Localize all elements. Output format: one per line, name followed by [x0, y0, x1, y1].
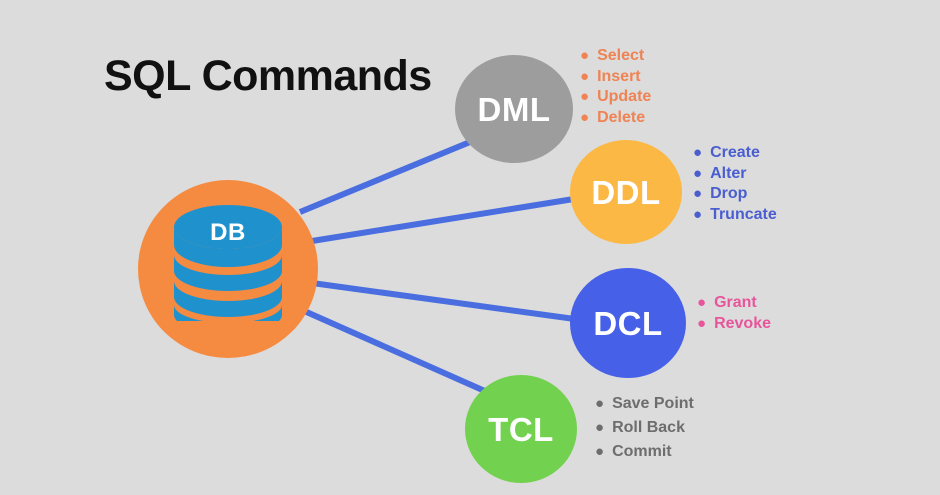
command-label: Revoke [714, 315, 771, 332]
command-label: Create [710, 144, 760, 161]
command-list-dcl: ● Grant ● Revoke [697, 292, 771, 334]
category-node-ddl[interactable]: DDL [570, 140, 682, 244]
bullet-icon: ● [580, 88, 590, 105]
bullet-icon: ● [580, 47, 590, 64]
bullet-icon: ● [595, 419, 605, 436]
command-label: Roll Back [612, 419, 685, 436]
category-label-tcl: TCL [488, 410, 554, 448]
bullet-icon: ● [693, 164, 703, 182]
edge-db-to-dcl [311, 280, 583, 323]
command-label: Save Point [612, 395, 694, 412]
list-item: ● Commit [595, 440, 694, 464]
list-item: ● Update [580, 87, 651, 108]
bullet-icon: ● [697, 294, 707, 311]
command-label: Commit [612, 443, 672, 460]
bullet-icon: ● [693, 205, 703, 223]
db-label: DB [210, 219, 246, 246]
category-label-dcl: DCL [593, 304, 663, 342]
list-item: ● Truncate [693, 205, 777, 226]
edge-db-to-dml [298, 139, 472, 215]
list-item: ● Select [580, 46, 651, 67]
bullet-icon: ● [595, 443, 605, 460]
bullet-icon: ● [697, 315, 707, 332]
db-center-node[interactable]: DB [138, 180, 318, 358]
bullet-icon: ● [693, 185, 703, 202]
edge-db-to-tcl [300, 307, 489, 395]
command-label: Update [597, 88, 652, 105]
category-node-dml[interactable]: DML [455, 55, 573, 163]
command-list-tcl: ● Save Point ● Roll Back ● Commit [595, 392, 694, 464]
command-list-ddl: ● Create ● Alter ● Drop ● Truncate [693, 143, 777, 225]
list-item: ● Roll Back [595, 416, 694, 440]
bullet-icon: ● [693, 144, 703, 161]
database-cylinder-icon: DB [174, 205, 282, 333]
category-node-dcl[interactable]: DCL [570, 268, 686, 378]
list-item: ● Save Point [595, 392, 694, 416]
bullet-icon: ● [580, 67, 590, 85]
command-label: Truncate [710, 205, 777, 223]
command-label: Delete [597, 108, 646, 126]
page-title: SQL Commands [104, 52, 432, 100]
edge-db-to-ddl [311, 195, 581, 244]
list-item: ● Insert [580, 67, 651, 88]
command-label: Drop [710, 185, 748, 202]
list-item: ● Revoke [697, 313, 771, 334]
category-label-dml: DML [477, 90, 551, 128]
category-node-tcl[interactable]: TCL [465, 375, 577, 483]
list-item: ● Alter [693, 164, 777, 185]
command-label: Alter [710, 164, 747, 182]
category-label-ddl: DDL [591, 173, 661, 211]
bullet-icon: ● [595, 395, 605, 412]
command-label: Select [597, 47, 645, 64]
command-list-dml: ● Select ● Insert ● Update ● Delete [580, 46, 651, 128]
bullet-icon: ● [580, 108, 590, 126]
command-label: Grant [714, 294, 757, 311]
list-item: ● Drop [693, 184, 777, 205]
list-item: ● Delete [580, 108, 651, 129]
list-item: ● Grant [697, 292, 771, 313]
command-label: Insert [597, 67, 641, 85]
list-item: ● Create [693, 143, 777, 164]
